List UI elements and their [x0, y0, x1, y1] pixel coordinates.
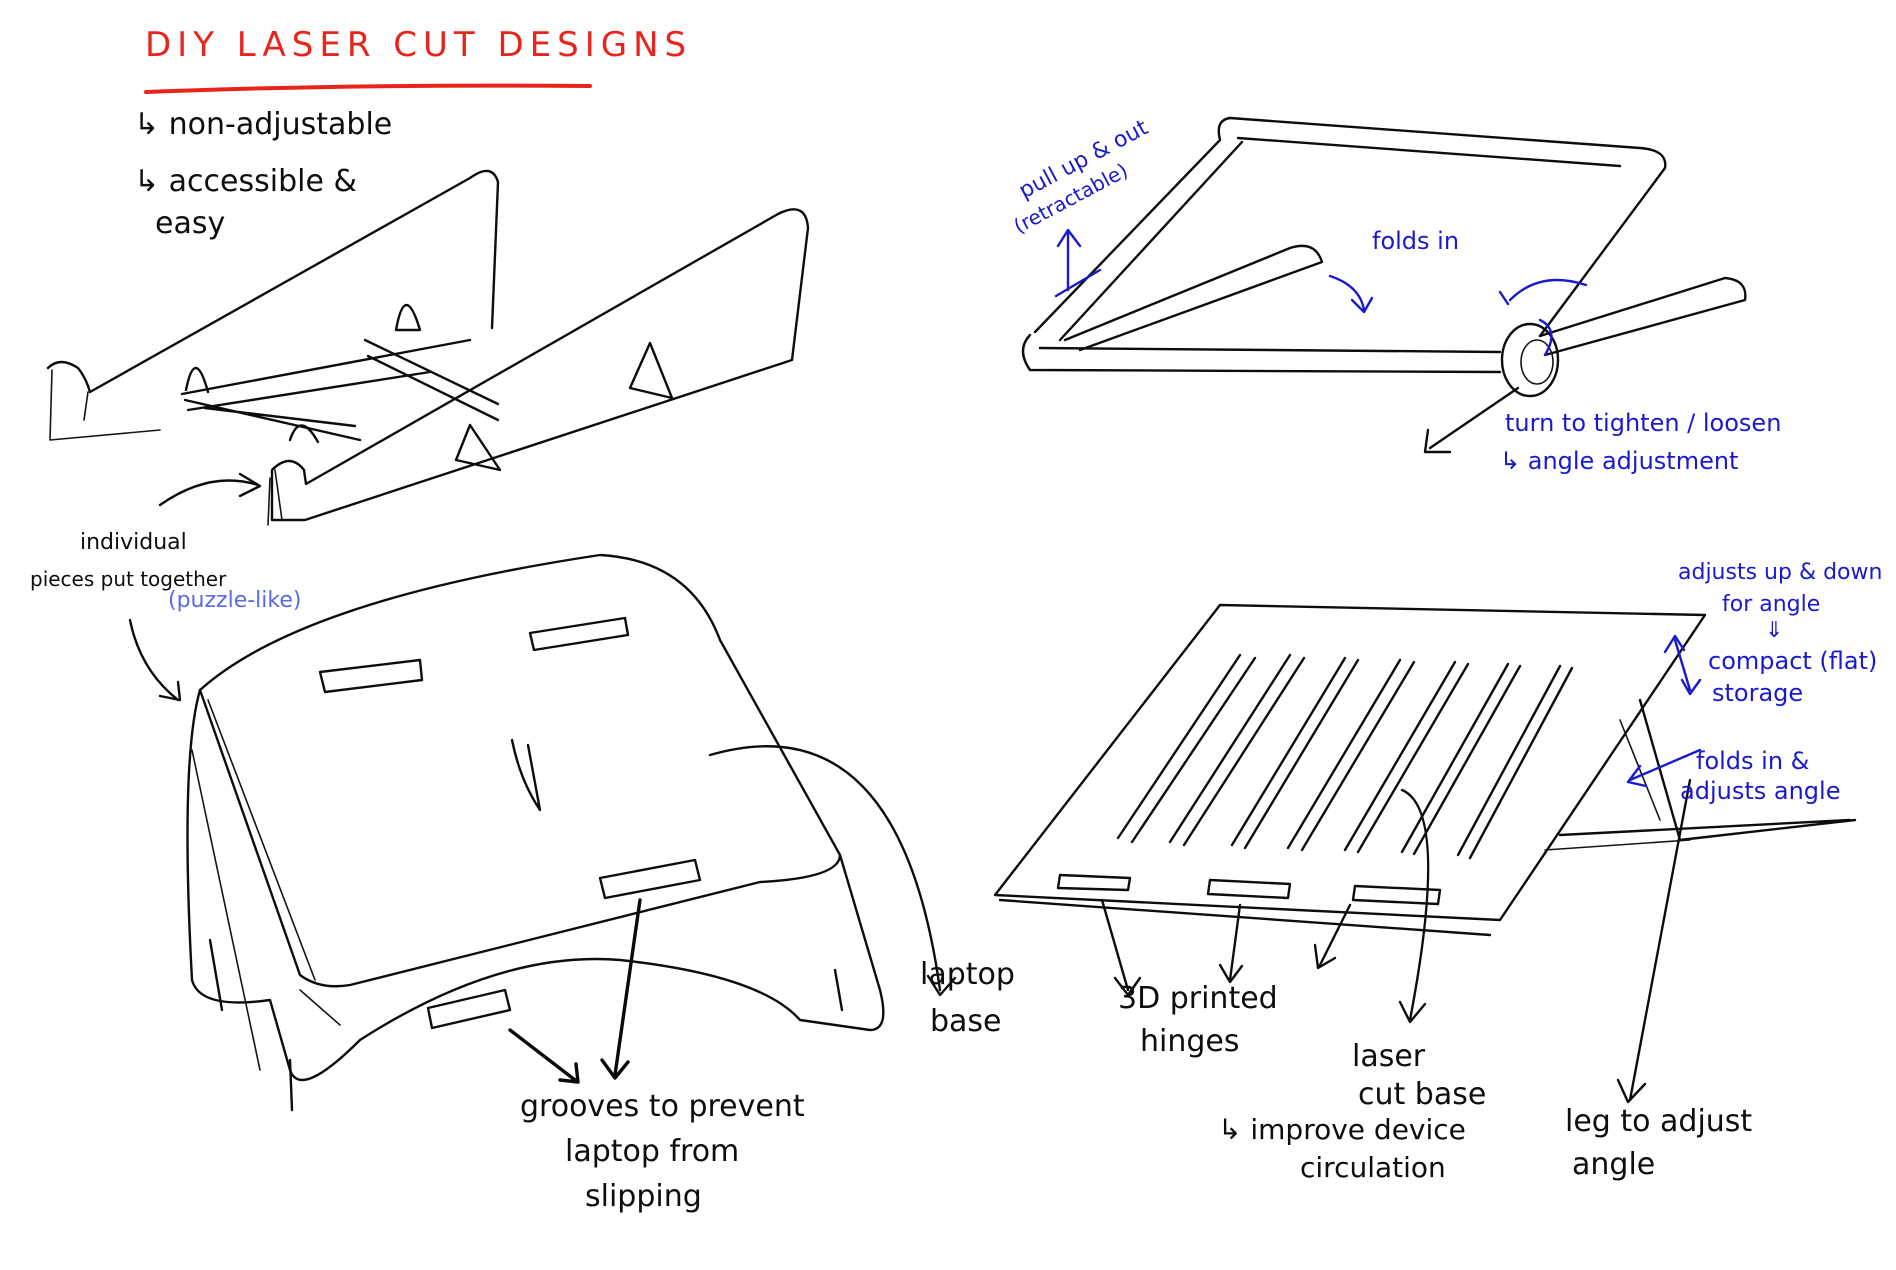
grooves-label-1: grooves to prevent [520, 1089, 805, 1124]
compact-label-2: storage [1712, 679, 1804, 707]
puzzle-like-note: (puzzle-like) [168, 588, 302, 613]
adjusts-label-1: adjusts up & down [1678, 560, 1883, 585]
laser-base-label-3: ↳ improve device [1218, 1113, 1466, 1146]
accessible-note: ↳ accessible & [134, 164, 357, 199]
folds-adjusts-label-2: adjusts angle [1680, 777, 1841, 805]
angle-adjustment-label: ↳ angle adjustment [1500, 447, 1739, 475]
laser-base-label-1: laser [1352, 1039, 1426, 1074]
flat-stand-sketch [46, 169, 810, 526]
title-underline [144, 83, 592, 94]
leg-label-1: leg to adjust [1565, 1104, 1753, 1139]
folds-in-label: folds in [1372, 227, 1460, 255]
laser-base-label-2: cut base [1358, 1077, 1487, 1112]
page-title: DIY LASER CUT DESIGNS [145, 25, 693, 65]
laser-base-label-4: circulation [1300, 1151, 1446, 1184]
individual-pieces-label-2: pieces put together [30, 567, 227, 591]
compact-label-1: compact (flat) [1708, 647, 1878, 675]
solid-stand-sketch [128, 553, 957, 1112]
accessible-note-cont: easy [155, 206, 226, 241]
laptop-base-label-1: laptop [920, 957, 1015, 992]
laptop-base-label-2: base [930, 1004, 1002, 1039]
hinges-label-1: 3D printed [1118, 981, 1278, 1016]
folding-stand-sketch [1021, 116, 1747, 454]
individual-pieces-label-1: individual [80, 530, 187, 555]
grooves-label-3: slipping [585, 1179, 702, 1214]
hinges-label-2: hinges [1140, 1024, 1240, 1059]
folds-adjusts-label-1: folds in & [1696, 747, 1810, 775]
grooves-label-2: laptop from [565, 1134, 740, 1169]
turn-knob-label: turn to tighten / loosen [1505, 409, 1782, 437]
adjusts-label-2: for angle [1722, 592, 1821, 617]
slatted-stand-sketch [993, 603, 1857, 1104]
adjusts-arrow: ⇓ [1765, 618, 1784, 643]
non-adjustable-note: ↳ non-adjustable [134, 107, 393, 142]
leg-label-2: angle [1572, 1147, 1656, 1182]
